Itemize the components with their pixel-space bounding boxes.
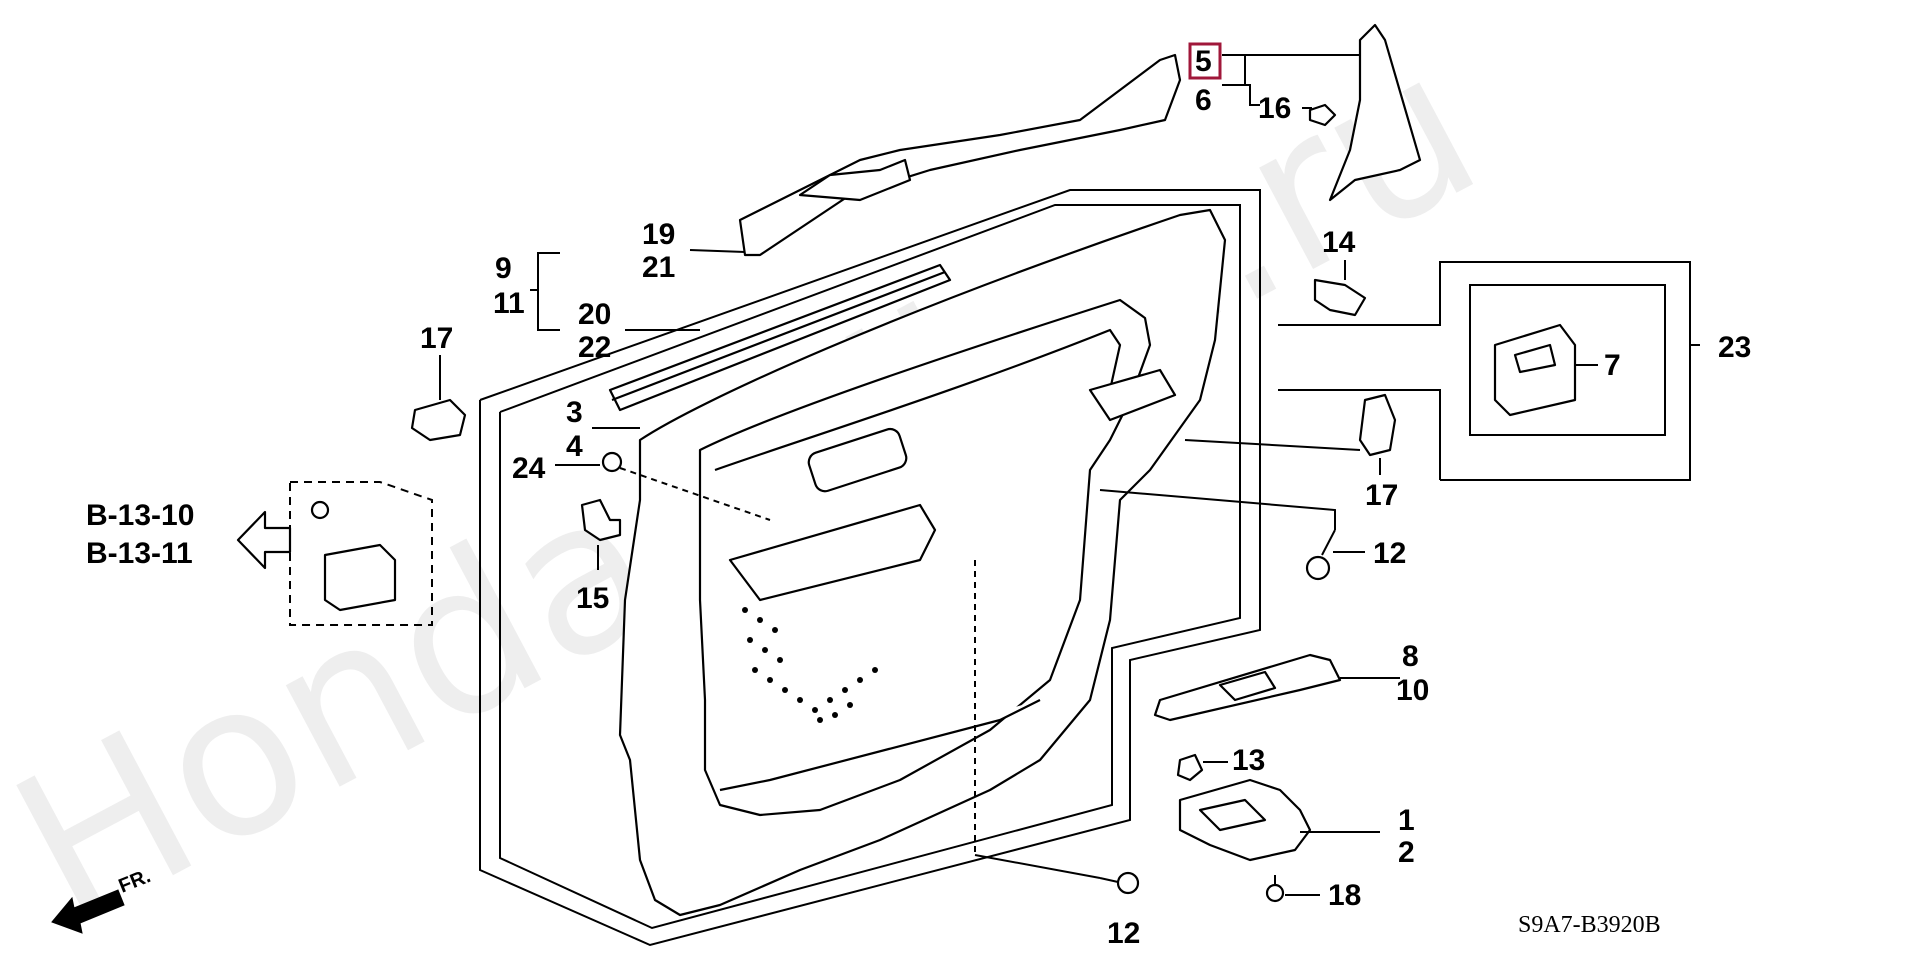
callout-2: 2 bbox=[1398, 836, 1415, 869]
callout-18: 18 bbox=[1328, 879, 1361, 912]
diagram-code: S9A7-B3920B bbox=[1518, 912, 1661, 938]
callout-9: 9 bbox=[495, 252, 512, 285]
reference-link-b-13-11[interactable]: B-13-11 bbox=[86, 537, 193, 570]
callout-4: 4 bbox=[566, 430, 583, 463]
screw-18 bbox=[1265, 883, 1285, 903]
door-lining-panel bbox=[608, 208, 1227, 917]
callout-11: 11 bbox=[493, 287, 525, 320]
callout-16: 16 bbox=[1258, 92, 1291, 125]
callout-17-left: 17 bbox=[420, 322, 453, 355]
callout-17-right: 17 bbox=[1365, 479, 1398, 512]
weatherstrip-inner bbox=[611, 270, 946, 402]
callout-19: 19 bbox=[642, 218, 675, 251]
screw-12-lower bbox=[1116, 871, 1140, 895]
speaker-grille bbox=[742, 607, 878, 723]
weatherstrip bbox=[608, 263, 952, 412]
callout-7: 7 bbox=[1604, 349, 1621, 382]
callout-20: 20 bbox=[578, 298, 611, 331]
front-direction-arrow-icon bbox=[51, 889, 125, 934]
screw-12-upper bbox=[1305, 555, 1331, 581]
callout-6: 6 bbox=[1195, 84, 1212, 117]
callout-13: 13 bbox=[1232, 744, 1265, 777]
callout-8: 8 bbox=[1402, 640, 1419, 673]
callout-23: 23 bbox=[1718, 331, 1751, 364]
inside-handle-assembly bbox=[1178, 778, 1312, 862]
callout-10: 10 bbox=[1396, 674, 1429, 707]
corner-garnish bbox=[1328, 23, 1422, 202]
leader-lines bbox=[439, 54, 1700, 896]
callout-3: 3 bbox=[566, 396, 583, 429]
map-pocket-edge bbox=[719, 699, 1041, 792]
callout-12-upper: 12 bbox=[1373, 537, 1406, 570]
clip-15 bbox=[580, 498, 622, 542]
inner-handle-opening bbox=[807, 427, 908, 493]
callout-12-lower: 12 bbox=[1107, 917, 1140, 950]
callout-15: 15 bbox=[576, 582, 609, 615]
switch-opening bbox=[1088, 368, 1177, 422]
switch-panel bbox=[1153, 653, 1342, 722]
reference-inset bbox=[289, 481, 433, 626]
callout-21: 21 bbox=[642, 251, 675, 284]
clip-14 bbox=[1313, 278, 1367, 317]
clip-17-left bbox=[410, 398, 467, 442]
callout-1: 1 bbox=[1398, 804, 1415, 837]
reference-arrow-icon bbox=[236, 510, 292, 570]
clip-13 bbox=[1176, 753, 1204, 782]
callout-22: 22 bbox=[578, 331, 611, 364]
pull-pocket-trim bbox=[738, 53, 1182, 257]
clip-24 bbox=[601, 451, 623, 473]
highlight-box bbox=[1188, 42, 1222, 80]
armrest-pocket bbox=[728, 503, 937, 602]
fasteners bbox=[410, 103, 1397, 903]
assembly-outline bbox=[479, 189, 1261, 947]
clip-16 bbox=[1308, 103, 1337, 127]
callout-14: 14 bbox=[1322, 226, 1356, 259]
callout-24: 24 bbox=[512, 452, 546, 485]
courtesy-light-box bbox=[1469, 284, 1666, 436]
clip-17-right bbox=[1358, 393, 1397, 457]
callout-5: 5 bbox=[1195, 45, 1212, 78]
reference-link-b-13-10[interactable]: B-13-10 bbox=[86, 499, 194, 532]
